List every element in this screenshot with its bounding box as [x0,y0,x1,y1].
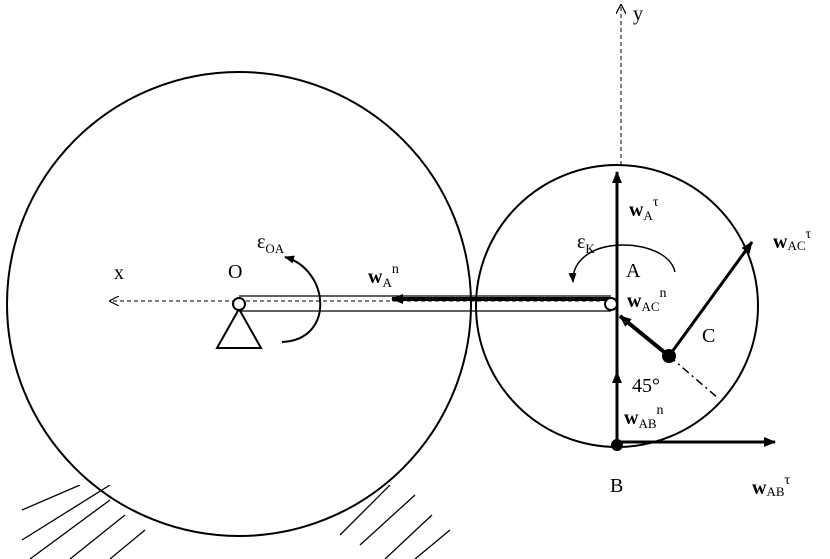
y-axis-label: y [633,3,643,25]
eps-oa-label: εOA [257,231,285,256]
ground-hatching [21,485,451,559]
pin-a [604,297,618,311]
x-axis-label: x [114,262,124,284]
point-b-label: B [610,475,623,497]
wa-tau-label: wAτ [629,195,659,223]
wab-tau-label: wABτ [752,473,791,499]
wac-n-arrow [618,314,671,358]
ac-extension-line [668,355,719,399]
point-o-label: O [228,261,242,283]
eps-oa-arc [281,255,322,343]
point-b [611,439,623,451]
angle-label: 45° [632,375,660,397]
eps-k-arc [568,244,676,283]
wab-n-label: wABn [624,403,664,431]
point-c-label: C [702,325,715,347]
wac-tau-label: wACτ [773,227,812,253]
point-a-label: A [626,260,641,282]
eps-k-label: εK [577,231,595,256]
large-wheel [6,71,472,537]
wac-tau-arrow [667,241,754,357]
wac-n-label: wACn [627,286,667,314]
pivot-o [232,297,246,311]
point-c [662,349,676,363]
wa-n-label: wAn [368,262,399,290]
pivot-support [215,306,263,349]
